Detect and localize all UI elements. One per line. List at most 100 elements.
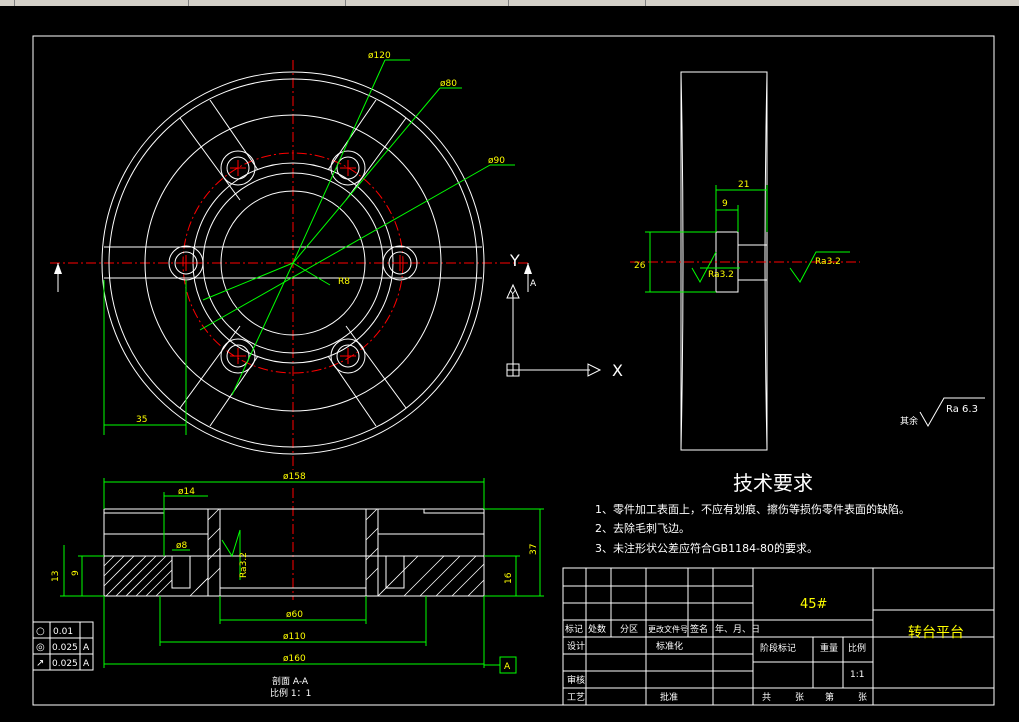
dim-label: 35 [136, 415, 147, 425]
dim-label: 21 [738, 180, 749, 190]
tb-label: 比例 [848, 642, 866, 654]
roughness-symbol [789, 251, 850, 283]
bore-circle [220, 190, 366, 336]
datum-box [499, 656, 517, 674]
tol-datum: A [83, 659, 90, 669]
title-block: 标记 处数 分区 更改文件号 签名 年、月、日 设计 审核 工艺 标准化 批准 … [562, 567, 995, 706]
tb-sheet: 共 [762, 692, 771, 703]
roughness-label: Ra3.2 [815, 257, 841, 267]
tb-label: 阶段标记 [760, 642, 796, 654]
requirement-item: 2、去除毛刺飞边。 [595, 521, 690, 535]
dim-label: ø160 [283, 654, 306, 664]
rib-edge [345, 325, 407, 409]
dim-label: 13 [51, 571, 61, 582]
tol-value: 0.01 [53, 627, 73, 637]
leader-d90 [199, 164, 491, 331]
y-axis-label: Y [509, 251, 520, 270]
roughness-prefix: 其余 [900, 415, 918, 427]
outer-circle [101, 71, 485, 455]
dim-label: 37 [529, 544, 539, 555]
roughness-symbol [691, 251, 717, 284]
drawing-border [32, 35, 995, 706]
leader-r8 [292, 262, 331, 286]
tol-value: 0.025 [52, 643, 78, 653]
tb-sheet: 张 [858, 692, 867, 703]
requirement-item: 3、未注形状公差应符合GB1184-80的要求。 [595, 541, 818, 555]
tol-symbol: ○ [36, 626, 45, 637]
roughness-value: Ra 6.3 [946, 404, 978, 415]
tech-requirements: 技术要求 1、零件加工表面上，不应有划痕、擦伤等损伤零件表面的缺陷。 2、去除毛… [595, 471, 910, 555]
tb-scale: 1:1 [850, 670, 864, 680]
leader-d120 [292, 59, 386, 264]
tb-header: 年、月、日 [715, 623, 760, 635]
bolt-holes [168, 150, 418, 374]
tb-label: 批准 [660, 691, 678, 703]
dim-label: ø60 [286, 610, 303, 620]
dim-label: 16 [504, 572, 514, 584]
dim-label: ø80 [440, 79, 457, 89]
roughness-label: Ra3.2 [708, 270, 734, 280]
tolerance-frame: ○ 0.01 ◎ 0.025 A ↗ 0.025 A [32, 621, 94, 671]
roughness-label: Ra3.2 [239, 552, 249, 578]
requirement-item: 1、零件加工表面上，不应有划痕、擦伤等损伤零件表面的缺陷。 [595, 502, 910, 516]
material: 45# [800, 597, 827, 612]
x-axis-label: X [612, 361, 623, 380]
dim-label: 9 [722, 199, 728, 209]
tb-header: 签名 [690, 623, 708, 635]
toolbar-seg [14, 0, 15, 6]
tb-header: 标记 [565, 623, 583, 635]
tb-label: 工艺 [567, 692, 585, 703]
dim-label: ø8 [176, 541, 188, 551]
rib-edge [179, 325, 241, 409]
tech-title: 技术要求 [733, 471, 813, 495]
tb-header: 更改文件号 [648, 624, 688, 634]
tb-header: 处数 [588, 623, 606, 635]
section-scale: 比例 1：1 [270, 687, 311, 699]
svg-text:Y: Y [509, 290, 516, 300]
top-view: 35 ø120 ø80 ø90 R8 A Y [50, 51, 537, 470]
dim-label: 9 [71, 570, 81, 576]
rib-edge [179, 117, 241, 201]
tb-label: 重量 [820, 642, 838, 654]
rib-edge [345, 117, 407, 201]
tol-symbol: ◎ [36, 642, 45, 653]
dim-label: R8 [338, 277, 350, 287]
part-name: 转台平台 [908, 625, 964, 641]
rib-edge [327, 99, 377, 171]
outer-chamfer-circle [108, 78, 478, 448]
tb-sheet: 第 [825, 691, 834, 703]
dim-label: ø120 [368, 51, 391, 61]
section-letter: A [530, 279, 537, 289]
toolbar-seg [645, 0, 646, 6]
section-view: ø158 ø14 ø8 ø60 ø110 ø160 37 16 9 13 Ra3… [51, 472, 544, 699]
dim-label: ø158 [283, 472, 306, 482]
dim-label: ø110 [283, 632, 306, 642]
bolt-pocket [171, 555, 191, 589]
mid-ring [144, 114, 442, 412]
tb-sheet: 张 [795, 692, 804, 703]
section-title: 剖面 A-A [272, 675, 309, 687]
tb-label: 设计 [567, 640, 585, 652]
toolbar-seg [188, 0, 189, 6]
rib-edge [209, 99, 259, 171]
leader-d80 [292, 87, 441, 264]
general-roughness: 其余 Ra 6.3 [900, 397, 985, 428]
roughness-symbol [221, 529, 241, 580]
tb-header: 分区 [620, 624, 638, 635]
section-hatching [103, 508, 485, 597]
dim-label: ø14 [178, 487, 195, 497]
toolbar-seg [508, 0, 509, 6]
dim-label: ø90 [488, 156, 505, 166]
tb-label: 标准化 [656, 640, 683, 652]
side-body [680, 71, 768, 451]
tol-datum: A [83, 643, 90, 653]
datum-letter: A [504, 662, 511, 672]
tol-symbol: ↗ [36, 658, 44, 669]
window-top-strip [0, 0, 1019, 6]
bolt-pocket [385, 555, 405, 589]
toolbar-seg [345, 0, 346, 6]
tb-label: 审核 [567, 674, 585, 686]
ucs-icon: Y X [506, 283, 623, 380]
side-view: 21 9 26 Ra3.2 Ra3.2 [630, 71, 860, 451]
